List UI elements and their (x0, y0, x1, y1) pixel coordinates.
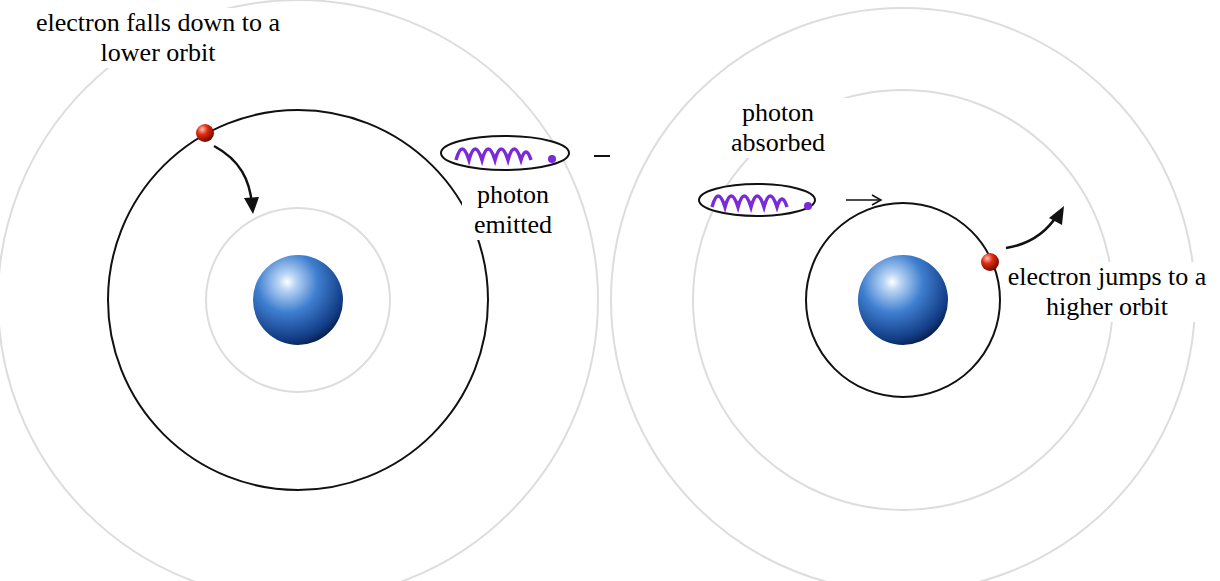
photon-tip (804, 202, 812, 210)
outer-orbit (0, 0, 598, 581)
photon-caption: photon absorbed (700, 98, 856, 158)
arrow-head (244, 197, 259, 214)
nucleus (858, 255, 948, 345)
nucleus (253, 255, 343, 345)
photon-oval (699, 184, 815, 216)
current-orbit (806, 203, 1000, 397)
electron-caption: electron jumps to a higher orbit (1004, 262, 1210, 322)
emitting-atom (0, 0, 610, 581)
electron-caption: electron falls down to a lower orbit (20, 8, 296, 68)
inner-orbit (206, 208, 390, 392)
current-orbit (108, 110, 488, 490)
electron (196, 124, 214, 142)
photon-caption: photon emitted (462, 180, 564, 240)
emit-arrow (594, 155, 610, 157)
electron (981, 253, 999, 271)
absorb-arrow (846, 199, 880, 201)
photon-wave (456, 149, 531, 160)
fall-arrow (214, 146, 252, 205)
photon-oval (441, 136, 569, 170)
arrow-head (1049, 206, 1064, 225)
photon-tip (548, 155, 556, 163)
photon-wave (712, 196, 787, 207)
jump-arrow (1006, 214, 1058, 248)
arrow-head (872, 195, 881, 205)
